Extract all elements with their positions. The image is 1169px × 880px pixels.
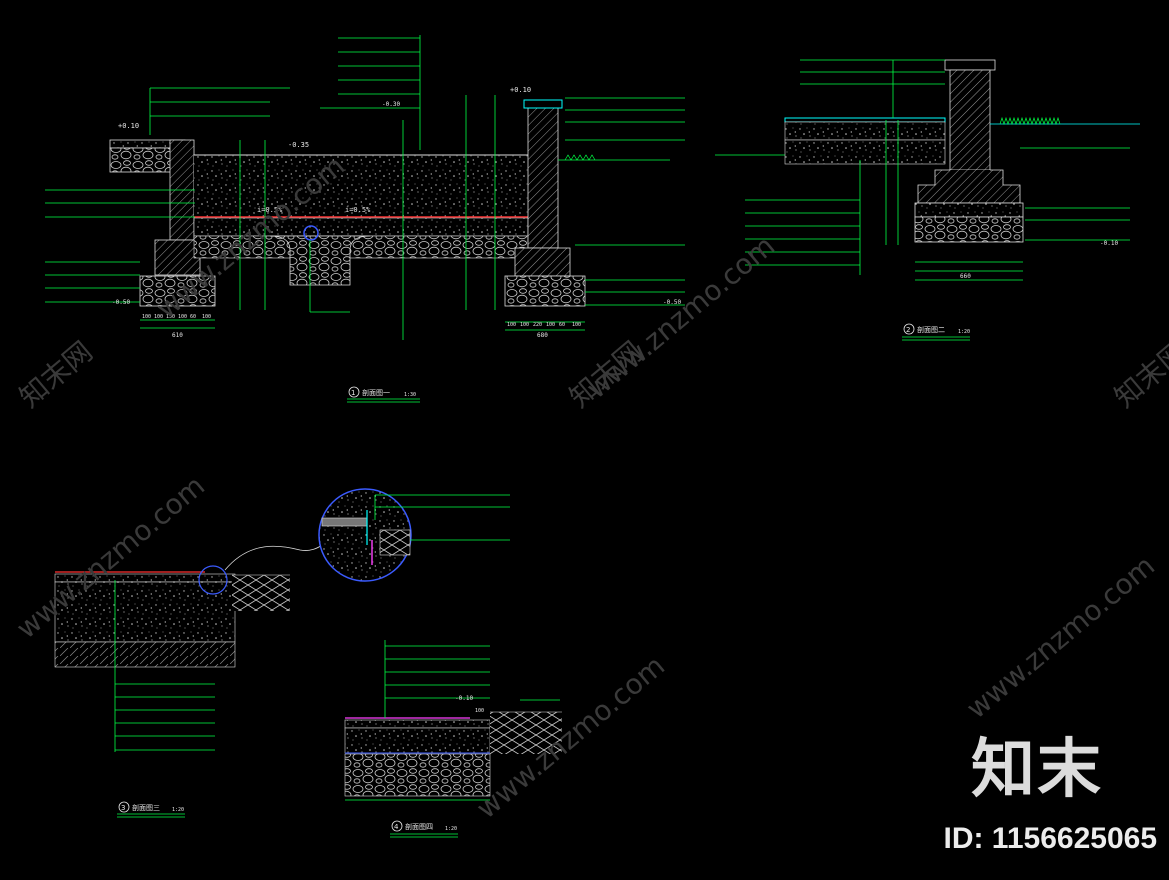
- detail-4-number: 4: [394, 823, 399, 831]
- detail-3-title: 剖面图三: [132, 803, 160, 812]
- detail-1-title: 剖面图一: [362, 388, 390, 397]
- dim-left-0: 100: [142, 314, 151, 320]
- wall-body: [949, 69, 991, 171]
- dim-right-3: 100: [546, 322, 555, 328]
- dim-left-2: 150: [166, 314, 175, 320]
- leader-lines-detail-1: [45, 35, 685, 340]
- detail-4-elev: -0.10: [455, 695, 473, 702]
- detail-4-marker: [391, 820, 403, 832]
- level-left: +0.10: [118, 122, 139, 130]
- dim-total-right: 680: [537, 332, 548, 339]
- right-wall-cap: [523, 99, 563, 109]
- detail-4-title: 剖面图四: [405, 822, 433, 831]
- right-footing-base: [504, 275, 586, 307]
- slope-left: i=0.5%: [257, 206, 283, 214]
- section-detail-1: +0.10 -0.35 +0.10 i=0.5% i=0.5% -0.30 -0…: [45, 35, 685, 403]
- left-footing-base: [139, 275, 216, 307]
- grass-marks: [564, 154, 596, 161]
- asset-id-label: ID: 1156625065: [943, 822, 1157, 855]
- detail-2-marker: [903, 323, 915, 335]
- detail-1-marker: [348, 386, 360, 398]
- dim-right-0: 100: [507, 322, 516, 328]
- leader-lines-detail-3: [114, 494, 510, 752]
- dim-right-2: 220: [533, 322, 542, 328]
- drain-pipe: [303, 225, 319, 241]
- dim-left-5: 100: [202, 314, 211, 320]
- wall-cap: [944, 59, 996, 71]
- brick-edge-4: [490, 712, 562, 754]
- rubble-layer-4: [344, 753, 491, 797]
- dim-left-4: 60: [190, 314, 196, 320]
- right-wall-footing: [514, 247, 571, 277]
- detail-3-marker: [118, 801, 130, 813]
- wall-footing-stepped: [917, 169, 1021, 204]
- elev-bottom-left: -0.50: [112, 299, 130, 306]
- zoom-circle: [318, 488, 412, 582]
- footing-rubble: [914, 216, 1024, 243]
- detail-1-scale: 1:30: [404, 392, 416, 398]
- paving-top: [784, 117, 946, 123]
- dim-right-1: 100: [520, 322, 529, 328]
- section-detail-3: 3 剖面图三 1:20: [54, 488, 510, 818]
- detail-2-elev: -0.10: [1100, 240, 1118, 247]
- callout-curve: [224, 544, 323, 571]
- paving-layer-4: [344, 719, 491, 729]
- detail-3-scale: 1:20: [172, 807, 184, 813]
- brick-edge: [232, 575, 290, 611]
- right-wall: [527, 107, 559, 249]
- detail-focus-circle: [198, 565, 228, 595]
- detail-4-dim: 100: [475, 708, 484, 714]
- concrete-layer-4: [344, 727, 491, 754]
- detail-2-scale: 1:20: [958, 329, 970, 335]
- detail-2-title: 剖面图二: [917, 325, 945, 334]
- pond-water-fill: [194, 155, 528, 217]
- section-detail-2: -0.10 660 2 剖面图二 1:20: [715, 59, 1140, 341]
- paving-base: [784, 139, 946, 165]
- drain-trench: [269, 235, 371, 286]
- slope-right: i=0.5%: [345, 206, 371, 214]
- dim-right-5: 100: [572, 322, 581, 328]
- dim-right-4: 60: [559, 322, 565, 328]
- detail-1-number: 1: [351, 389, 355, 397]
- grass-detail-2: [999, 116, 1061, 126]
- level-mid: -0.35: [288, 141, 309, 149]
- soil-layer: [54, 641, 236, 668]
- leader-lines-detail-2: [745, 59, 1130, 281]
- footing-concrete: [914, 202, 1024, 218]
- zoom-brick: [379, 529, 411, 556]
- section-detail-4: -0.10 100 4 剖面图四 1:20: [344, 640, 562, 838]
- detail-3-number: 3: [121, 804, 125, 812]
- paving-concrete: [784, 121, 946, 141]
- zoom-paving: [321, 517, 368, 527]
- dims-bottom-right: 100 100 220 100 60 100: [507, 322, 581, 328]
- elev-bottom-right: -0.50: [663, 299, 681, 306]
- elev-top: -0.30: [382, 101, 400, 108]
- detail-4-scale: 1:20: [445, 826, 457, 832]
- brand-logo: 知末: [971, 733, 1103, 807]
- level-right: +0.10: [510, 86, 531, 94]
- detail-2-total: 660: [960, 273, 971, 280]
- leader-lines-detail-4: [345, 640, 560, 801]
- dim-left-3: 100: [178, 314, 187, 320]
- dim-left-1: 100: [154, 314, 163, 320]
- dim-total-left: 610: [172, 332, 183, 339]
- detail-2-number: 2: [906, 326, 910, 334]
